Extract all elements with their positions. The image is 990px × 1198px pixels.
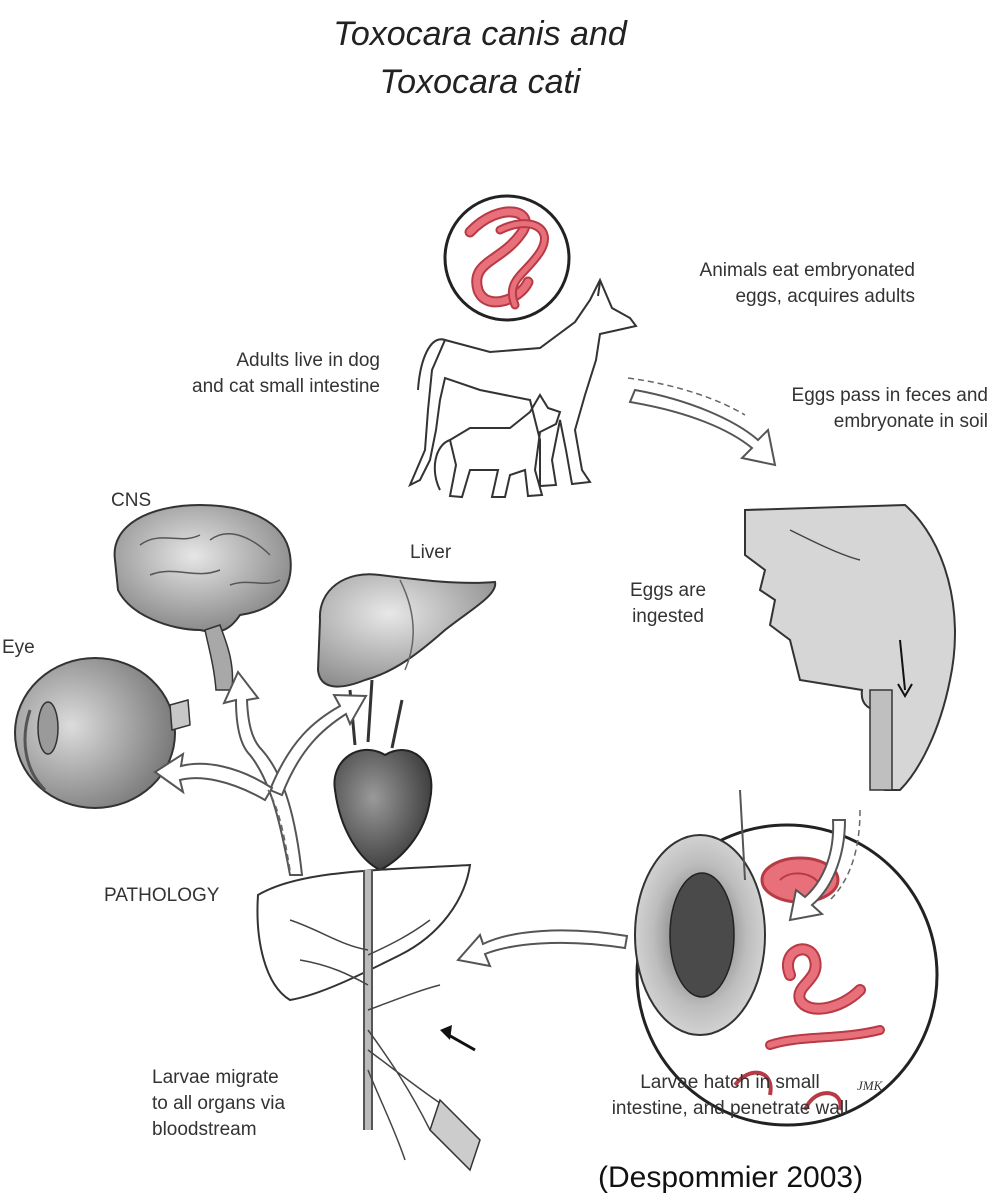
label-adults-live: Adults live in dog and cat small intesti… [105, 348, 380, 400]
adult-worm-circle [445, 196, 569, 320]
liver-illustration [318, 574, 495, 686]
label-cns: CNS [111, 488, 151, 514]
label-animals-eat-line-2: eggs, acquires adults [560, 284, 915, 310]
label-adults-live-line-1: Adults live in dog [105, 348, 380, 374]
label-larvae-hatch: Larvae hatch in small intestine, and pen… [560, 1070, 900, 1122]
label-eggs-pass: Eggs pass in feces and embryonate in soi… [705, 383, 988, 435]
label-eggs-pass-line-2: embryonate in soil [705, 409, 988, 435]
label-eggs-ingested: Eggs are ingested [608, 578, 728, 630]
diagram-title: Toxocara canis and Toxocara cati [240, 10, 720, 106]
label-larvae-migrate-line-2: to all organs via [152, 1091, 352, 1117]
label-pathology: PATHOLOGY [104, 883, 219, 909]
label-animals-eat: Animals eat embryonated eggs, acquires a… [560, 258, 915, 310]
label-larvae-migrate-line-3: bloodstream [152, 1117, 352, 1143]
eye-illustration [15, 658, 190, 808]
title-line-2: Toxocara cati [240, 58, 720, 106]
citation: (Despommier 2003) [598, 1158, 863, 1198]
label-larvae-hatch-line-2: intestine, and penetrate wall [560, 1096, 900, 1122]
label-animals-eat-line-1: Animals eat embryonated [560, 258, 915, 284]
title-line-1: Toxocara canis and [240, 10, 720, 58]
label-eye: Eye [2, 635, 35, 661]
label-larvae-migrate-line-1: Larvae migrate [152, 1065, 352, 1091]
label-eggs-ingested-line-2: ingested [608, 604, 728, 630]
label-eggs-ingested-line-1: Eggs are [608, 578, 728, 604]
label-larvae-migrate: Larvae migrate to all organs via bloodst… [152, 1065, 352, 1143]
label-adults-live-line-2: and cat small intestine [105, 374, 380, 400]
label-larvae-hatch-line-1: Larvae hatch in small [560, 1070, 900, 1096]
human-head-ingestion [745, 505, 955, 790]
label-liver: Liver [410, 540, 451, 566]
brain-illustration [115, 505, 291, 690]
cat-outline [435, 395, 560, 497]
label-eggs-pass-line-1: Eggs pass in feces and [705, 383, 988, 409]
